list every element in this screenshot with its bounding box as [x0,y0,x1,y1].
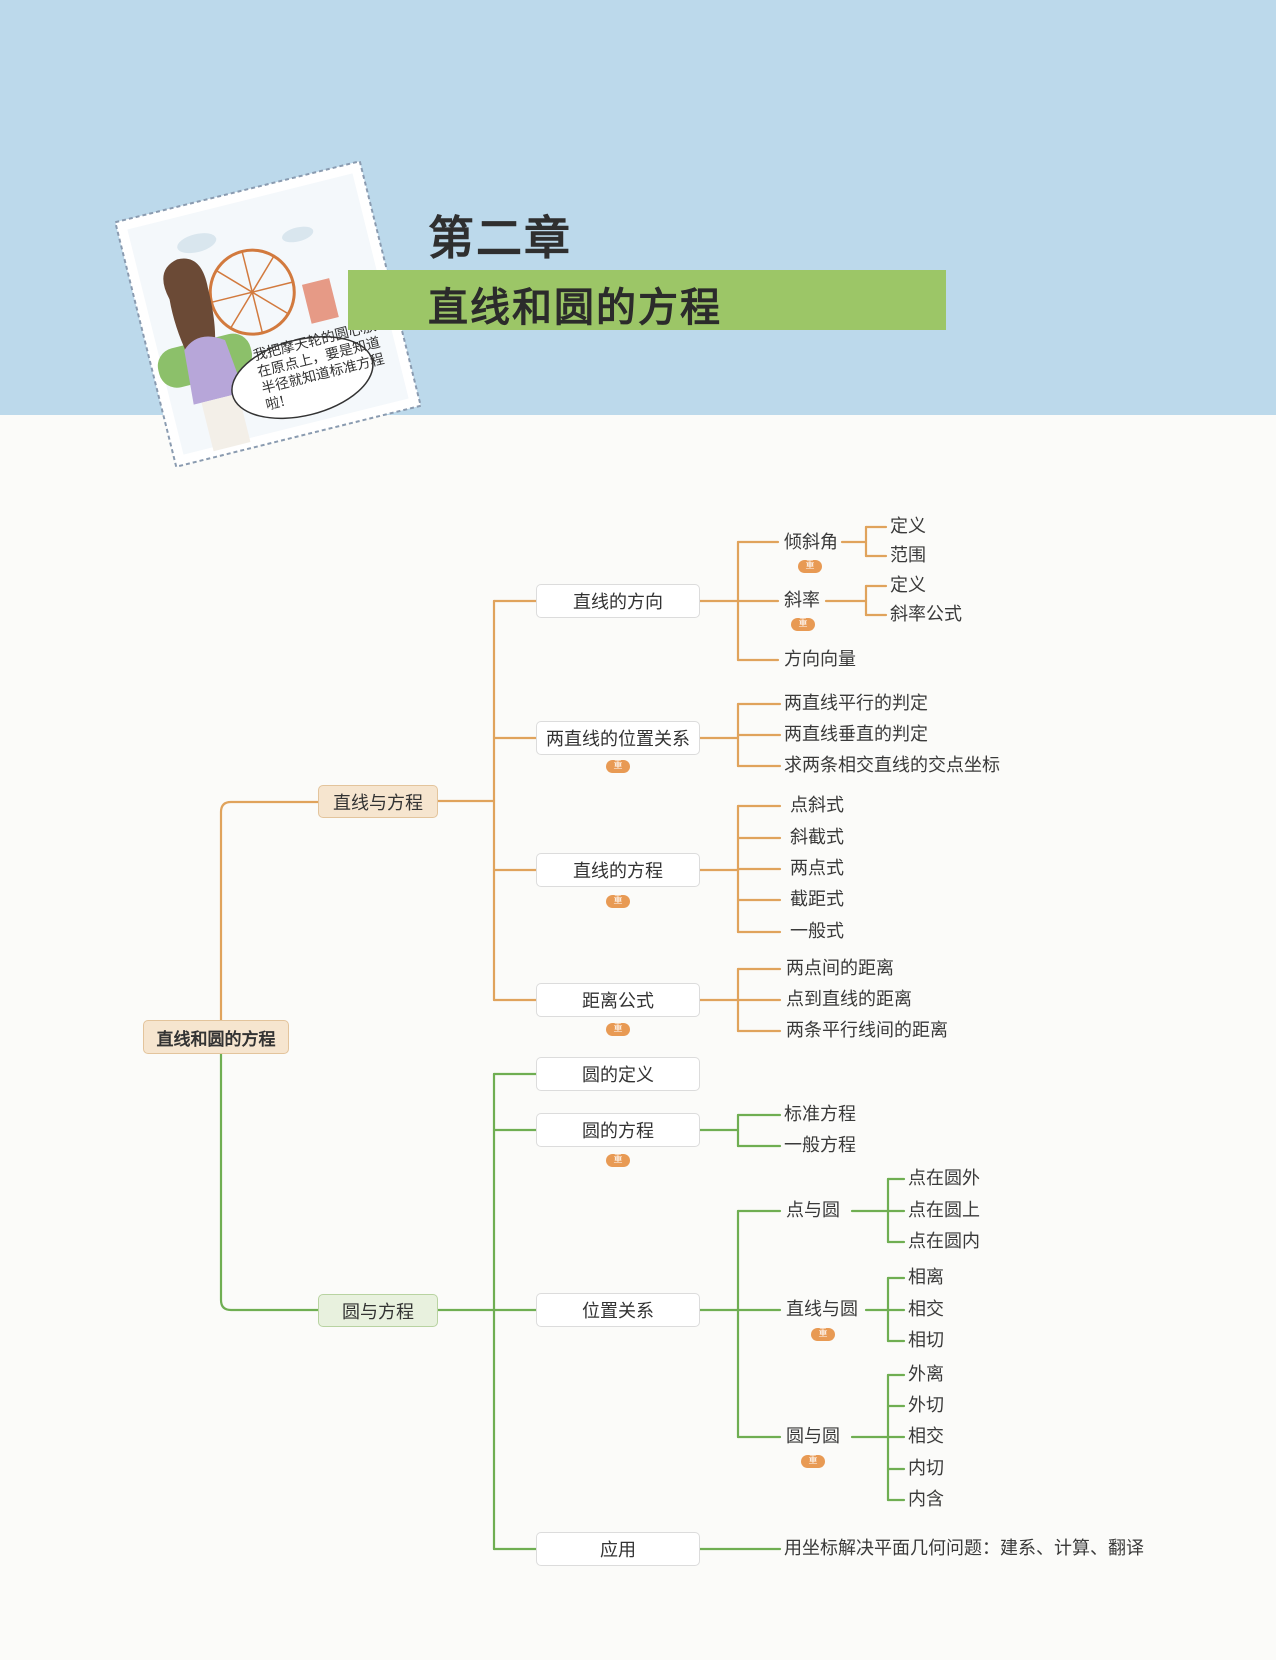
leaf-point-outside: 点在圆外 [908,1168,980,1189]
leaf-circle-and-circle: 圆与圆 [786,1426,840,1447]
leaf-circles-internal-tangent: 内切 [908,1458,944,1479]
leaf-line-and-circle: 直线与圆 [786,1299,858,1320]
badge-key: 重 [791,618,815,631]
leaf-slope-formula: 斜率公式 [890,604,962,625]
leaf-two-point-form: 两点式 [790,858,844,879]
leaf-incline-range: 范围 [890,545,926,566]
chapter-number: 第二章 [428,211,572,265]
node-line-equation: 直线的方程 [536,853,700,887]
leaf-point-line-distance: 点到直线的距离 [786,989,912,1010]
leaf-circles-contain: 内含 [908,1489,944,1510]
leaf-intersection-point: 求两条相交直线的交点坐标 [784,755,1000,776]
node-application: 应用 [536,1532,700,1566]
mindmap-root: 直线和圆的方程 [143,1020,289,1054]
badge-key: 重 [606,1023,630,1036]
leaf-direction-vector: 方向向量 [784,649,856,670]
leaf-perpendicular-test: 两直线垂直的判定 [784,724,928,745]
title-bar [348,270,946,330]
leaf-point-point-distance: 两点间的距离 [786,958,894,979]
leaf-slope-definition: 定义 [890,575,926,596]
node-position-relation: 位置关系 [536,1293,700,1327]
badge-key: 重 [606,1154,630,1167]
leaf-line-separate: 相离 [908,1267,944,1288]
node-circle-definition: 圆的定义 [536,1057,700,1091]
badge-key: 重 [811,1328,835,1341]
leaf-point-inside: 点在圆内 [908,1231,980,1252]
leaf-parallel-lines-distance: 两条平行线间的距离 [786,1020,948,1041]
leaf-point-slope-form: 点斜式 [790,795,844,816]
node-line-direction: 直线的方向 [536,584,700,618]
branch-circle-equation: 圆与方程 [318,1294,438,1327]
leaf-circles-intersect: 相交 [908,1426,944,1447]
node-two-lines-relation: 两直线的位置关系 [536,721,700,755]
badge-key: 重 [606,895,630,908]
leaf-general-form: 一般式 [790,921,844,942]
badge-key: 重 [798,560,822,573]
branch-line-equation: 直线与方程 [318,785,438,818]
badge-key: 重 [801,1455,825,1468]
node-circle-equation: 圆的方程 [536,1113,700,1147]
leaf-circles-separate-outside: 外离 [908,1364,944,1385]
badge-key: 重 [606,760,630,773]
leaf-slope-intercept-form: 斜截式 [790,827,844,848]
leaf-parallel-test: 两直线平行的判定 [784,693,928,714]
leaf-point-and-circle: 点与圆 [786,1200,840,1221]
leaf-intercept-form: 截距式 [790,889,844,910]
leaf-incline-definition: 定义 [890,516,926,537]
leaf-general-equation: 一般方程 [784,1135,856,1156]
leaf-circles-external-tangent: 外切 [908,1395,944,1416]
leaf-incline-angle: 倾斜角 [784,532,838,553]
leaf-line-tangent: 相切 [908,1330,944,1351]
leaf-slope: 斜率 [784,590,820,611]
leaf-standard-equation: 标准方程 [784,1104,856,1125]
leaf-line-intersect: 相交 [908,1299,944,1320]
chapter-title: 直线和圆的方程 [428,285,722,331]
leaf-point-on: 点在圆上 [908,1200,980,1221]
leaf-application-detail: 用坐标解决平面几何问题：建系、计算、翻译 [784,1538,1144,1559]
node-distance-formula: 距离公式 [536,983,700,1017]
